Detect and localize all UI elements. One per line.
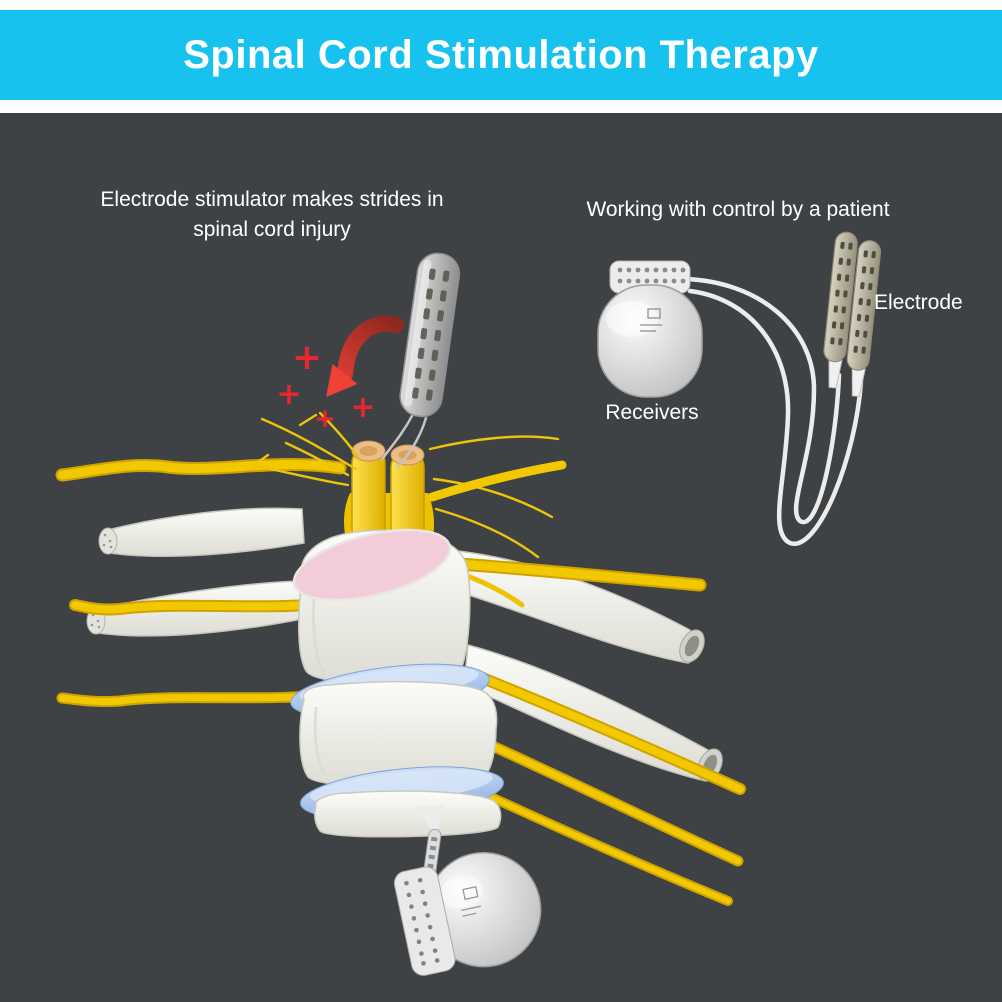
label-electrode: Electrode (874, 291, 963, 314)
trial-electrode-lead (380, 252, 461, 469)
spinal-nerves-left (55, 457, 347, 708)
diagram-area: + + + + (0, 113, 1002, 1002)
spine-illustration (55, 411, 746, 906)
lead-contacts (427, 836, 438, 869)
vertebra-body-3 (314, 790, 502, 838)
electrode-tip-wires (380, 414, 428, 469)
implanted-lead-bottom (393, 828, 542, 976)
left-process-lower-stipple (90, 613, 101, 629)
plus-sign: + (292, 337, 322, 378)
left-process-upper-cut-end (98, 527, 118, 555)
vertebra-tail (416, 805, 444, 837)
label-receivers: Receivers (605, 401, 699, 424)
implanted-generator-bottom (393, 851, 542, 976)
page-title: Spinal Cord Stimulation Therapy (183, 32, 819, 77)
implant-arrow (326, 315, 404, 397)
plus-sign: + (350, 390, 375, 425)
left-transverse-processes (86, 507, 305, 637)
electrode-leads-pair (823, 231, 882, 398)
connector-pins-right (617, 267, 686, 284)
device-markings-bottom (461, 886, 481, 917)
caption-working-control: Working with control by a patient (586, 198, 890, 221)
electrode-lead-highlight (404, 259, 432, 407)
arrow-tail (337, 315, 404, 382)
stimulation-plus-signs: + + + + (276, 337, 375, 434)
generator-body-right (597, 284, 703, 398)
connecting-wires (681, 276, 864, 546)
electrode-pair-contacts (830, 241, 876, 354)
upper-right-nerve (427, 460, 567, 502)
spinal-cord-core-left (359, 446, 378, 456)
arrow-head (326, 364, 358, 397)
vertebral-column (290, 528, 504, 838)
left-process-upper (101, 507, 305, 558)
plus-sign: + (314, 404, 336, 434)
right-process-upper-marrow (684, 635, 700, 657)
generator-highlight-right (606, 301, 658, 337)
plus-sign: + (276, 377, 301, 412)
vertebra-1-shading (312, 594, 326, 674)
generator-highlight-bottom (439, 875, 484, 909)
header-banner: Spinal Cord Stimulation Therapy (0, 10, 1002, 100)
strain-relief-b (851, 367, 866, 398)
connector-pins-bottom (404, 877, 440, 966)
vertebral-endplate-pink (292, 528, 452, 602)
caption-left-line2: spinal cord injury (193, 218, 351, 242)
fine-nerve-branches (250, 411, 560, 559)
caption-electrode-stimulator: Electrode stimulator makes strides in sp… (52, 185, 492, 246)
caption-left-line1: Electrode stimulator makes strides in (100, 188, 444, 211)
vertebra-body-2 (299, 680, 498, 788)
electrode-contacts (412, 268, 450, 401)
pulse-generator-receiver (597, 260, 703, 398)
left-process-upper-stipple (102, 533, 113, 549)
spinal-nerves-right (438, 556, 746, 906)
device-markings-right (640, 308, 662, 332)
illustration-svg: + + + + (55, 231, 882, 976)
vertebra-2-shading (313, 706, 326, 774)
